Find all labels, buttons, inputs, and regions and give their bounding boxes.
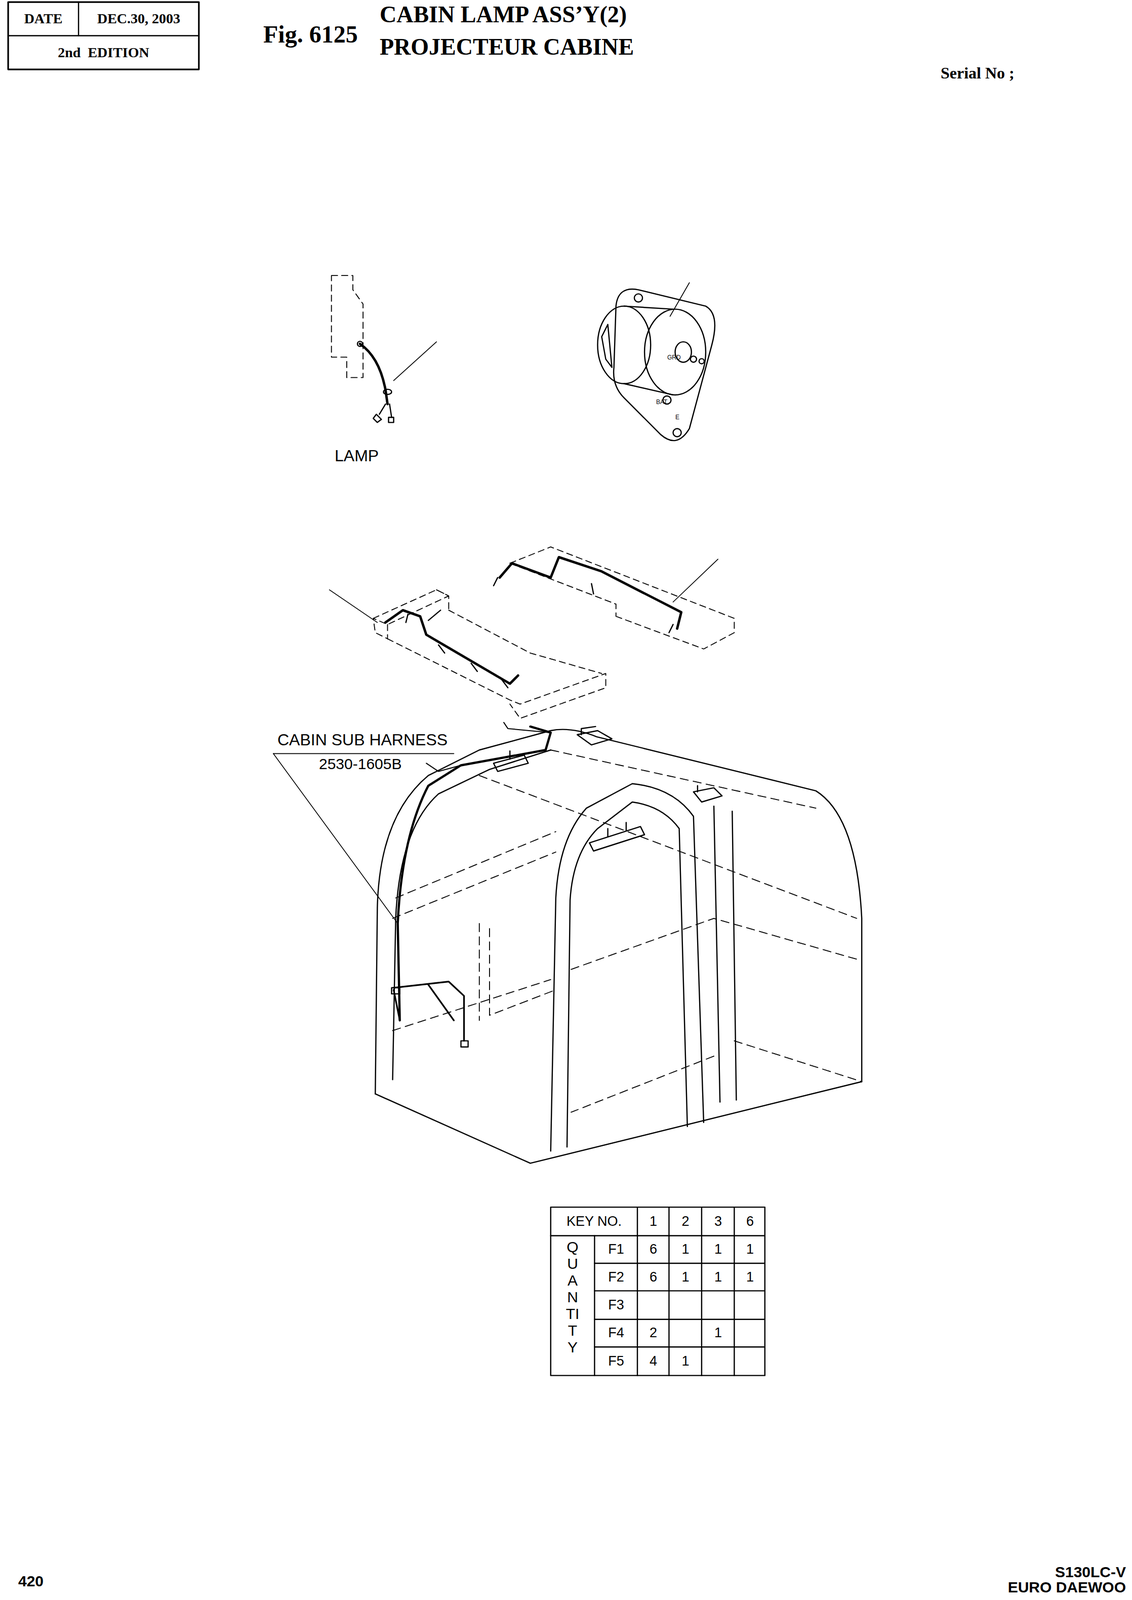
table-cell: 3 bbox=[701, 1206, 735, 1236]
cabin-drawing bbox=[375, 726, 862, 1164]
cabin-drawing bbox=[479, 749, 857, 919]
quantity-table-grid bbox=[594, 1206, 735, 1376]
cabin-sub-harness-drawing bbox=[273, 752, 455, 754]
cabin-drawing bbox=[589, 822, 645, 851]
table-cell: 1 bbox=[669, 1346, 702, 1376]
figure-title: CABIN LAMP ASS’Y(2) bbox=[379, 3, 627, 27]
page-number: 420 bbox=[18, 1573, 44, 1589]
header-frame bbox=[8, 34, 199, 36]
figure-number: Fig. 6125 bbox=[263, 22, 358, 47]
table-cell: 6 bbox=[734, 1206, 766, 1236]
part-number: 2530-1605B bbox=[318, 756, 402, 772]
switch-drawing bbox=[601, 324, 613, 368]
table-cell: 1 bbox=[669, 1235, 702, 1264]
edition-label: 2nd EDITION bbox=[8, 35, 199, 70]
quantity-table-grid bbox=[550, 1206, 765, 1376]
table-side-header: QUANTITY bbox=[564, 1238, 581, 1356]
lamp-drawing bbox=[383, 389, 392, 395]
lamp-drawing bbox=[331, 275, 437, 423]
switch-drawing bbox=[690, 355, 697, 362]
cabin-drawing bbox=[392, 831, 556, 918]
table-cell: 1 bbox=[701, 1235, 735, 1264]
cabin-drawing bbox=[375, 729, 862, 1095]
terminal-label: E bbox=[675, 414, 680, 421]
switch-drawing bbox=[673, 428, 682, 437]
roof-harness-drawing bbox=[329, 589, 378, 623]
cabin-sub-harness-drawing bbox=[391, 987, 400, 994]
roof-harness-drawing bbox=[673, 558, 719, 602]
cabin-sub-harness-drawing bbox=[393, 981, 465, 1041]
terminal-label: GRD bbox=[667, 354, 681, 361]
roof-harness-drawing bbox=[493, 577, 674, 633]
part-name: LAMP bbox=[334, 447, 379, 464]
brand-name: EURO DAEWOO bbox=[1007, 1579, 1126, 1595]
serial-number-label: Serial No ; bbox=[940, 64, 1015, 82]
cabin-drawing bbox=[392, 918, 858, 1031]
cabin-sub-harness-drawing bbox=[273, 753, 398, 924]
table-cell: 2 bbox=[637, 1318, 670, 1347]
model-name: S130LC-V bbox=[1055, 1564, 1126, 1580]
table-cell: 6 bbox=[637, 1263, 670, 1291]
header-frame bbox=[8, 2, 199, 70]
roof-harness-drawing bbox=[406, 610, 508, 688]
table-cell: 1 bbox=[734, 1263, 766, 1291]
cabin-sub-harness-drawing bbox=[273, 722, 551, 1047]
table-cell: 1 bbox=[734, 1235, 766, 1264]
quantity-table-grid bbox=[550, 1235, 765, 1348]
date-value: DEC.30, 2003 bbox=[78, 2, 199, 36]
cabin-drawing bbox=[571, 1040, 862, 1113]
lamp-drawing bbox=[331, 275, 363, 378]
figure-subtitle: PROJECTEUR CABINE bbox=[379, 35, 634, 59]
roof-harness-drawing bbox=[329, 546, 735, 719]
cabin-drawing bbox=[693, 785, 722, 802]
cabin-sub-harness-drawing bbox=[397, 726, 551, 1021]
part-name: CABIN SUB HARNESS bbox=[277, 731, 448, 748]
table-row-label: F4 bbox=[594, 1318, 638, 1347]
lamp-drawing bbox=[373, 414, 382, 423]
switch-drawing bbox=[699, 358, 705, 364]
switch-drawing bbox=[644, 309, 706, 395]
table-cell: 1 bbox=[701, 1263, 735, 1291]
switch-drawing bbox=[624, 306, 674, 395]
cabin-sub-harness-drawing bbox=[461, 1040, 469, 1047]
date-label: DATE bbox=[8, 2, 79, 36]
quantity-table-grid bbox=[550, 1206, 765, 1376]
switch-drawing bbox=[597, 282, 715, 441]
table-cell: 4 bbox=[637, 1346, 670, 1376]
table-cell: 1 bbox=[637, 1206, 670, 1236]
lamp-drawing bbox=[359, 343, 388, 404]
lamp-drawing bbox=[379, 403, 392, 418]
roof-harness-drawing bbox=[509, 546, 735, 650]
roof-harness-drawing bbox=[387, 610, 606, 719]
switch-drawing bbox=[613, 289, 715, 441]
cabin-drawing bbox=[577, 726, 612, 745]
cabin-drawing bbox=[550, 783, 704, 1152]
switch-drawing bbox=[597, 306, 651, 384]
cabin-drawing bbox=[713, 805, 737, 1102]
cabin-drawing bbox=[567, 801, 688, 1147]
lamp-drawing bbox=[388, 417, 394, 423]
terminal-label: BAT bbox=[656, 398, 668, 406]
table-cell: 6 bbox=[637, 1235, 670, 1264]
cabin-drawing bbox=[375, 1081, 862, 1163]
switch-drawing bbox=[669, 282, 690, 317]
lamp-drawing bbox=[393, 341, 437, 381]
table-header: KEY NO. bbox=[550, 1206, 638, 1236]
table-cell: 2 bbox=[669, 1206, 702, 1236]
cabin-drawing bbox=[479, 923, 556, 1021]
cabin-drawing bbox=[392, 749, 551, 1080]
roof-harness-drawing bbox=[499, 556, 682, 629]
table-row-label: F1 bbox=[594, 1235, 638, 1264]
table-row-label: F3 bbox=[594, 1290, 638, 1319]
roof-harness-drawing bbox=[385, 610, 518, 684]
table-cell: 1 bbox=[669, 1263, 702, 1291]
switch-drawing bbox=[634, 293, 643, 302]
table-row-label: F5 bbox=[594, 1346, 638, 1376]
header-frame bbox=[8, 2, 199, 70]
table-cell: 1 bbox=[701, 1318, 735, 1347]
header-frame bbox=[77, 2, 79, 36]
table-row-label: F2 bbox=[594, 1263, 638, 1291]
